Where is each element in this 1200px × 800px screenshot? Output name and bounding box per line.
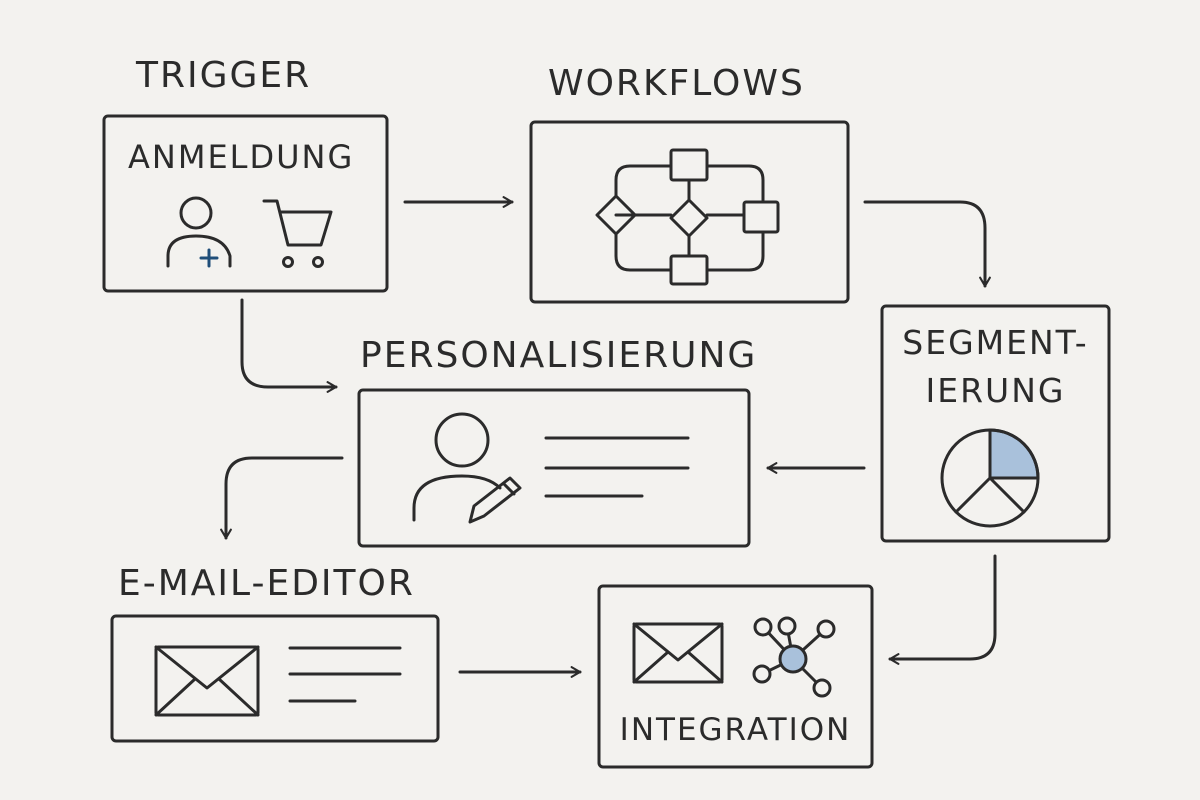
user-edit-icon [412,412,522,524]
add-user-icon [166,196,232,268]
trigger-box-label: ANMELDUNG [128,138,355,176]
trigger-box [102,114,389,293]
text-lines-icon [544,436,690,498]
integration-box-label: INTEGRATION [619,712,852,748]
network-hub-icon [752,616,836,698]
flowchart-icon [595,148,780,286]
heading-trigger: TRIGGER [136,55,312,96]
arrow-segmentierung-to-integration [888,554,997,665]
segmentierung-label-line1: SEGMENT- [902,323,1089,362]
arrow-personalisierung-to-email-editor [220,456,344,540]
shopping-cart-icon [262,199,333,268]
envelope-icon [632,622,724,684]
text-lines-icon [288,646,402,703]
heading-email-editor: E-MAIL-EDITOR [118,563,415,604]
personalisierung-box [357,388,751,548]
envelope-icon [154,645,260,717]
email-editor-box [110,614,440,743]
integration-box [597,584,874,769]
workflows-box [529,120,850,304]
arrow-trigger-to-personalisierung [240,298,338,393]
arrow-workflows-to-segmentierung [863,200,991,288]
pie-chart-icon [940,428,1040,528]
segmentierung-label-line2: IERUNG [925,371,1066,410]
heading-personalisierung: PERSONALISIERUNG [360,335,758,376]
heading-workflows: WORKFLOWS [548,63,805,104]
segmentierung-box [880,304,1111,543]
